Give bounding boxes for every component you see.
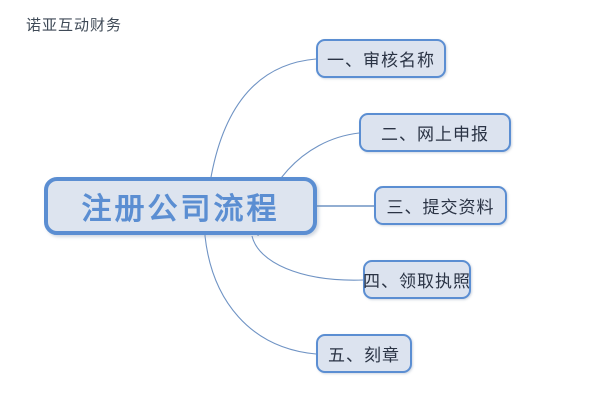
branch-node-4-label: 四、领取执照 — [363, 272, 471, 292]
branch-node-2[interactable]: 二、网上申报 — [359, 113, 511, 152]
root-node[interactable]: 注册公司流程 — [44, 177, 317, 235]
connector-root-to-branch-4 — [251, 235, 364, 281]
branch-node-3[interactable]: 三、提交资料 — [374, 186, 507, 225]
root-node-label: 注册公司流程 — [81, 192, 280, 227]
branch-node-3-label: 三、提交资料 — [386, 198, 495, 218]
branch-node-2-label: 二、网上申报 — [381, 125, 489, 145]
watermark-label: 诺亚互动财务 — [26, 16, 123, 34]
branch-node-1[interactable]: 一、审核名称 — [316, 39, 446, 78]
branch-node-5-label: 五、刻章 — [328, 346, 400, 366]
branch-node-5[interactable]: 五、刻章 — [316, 334, 412, 373]
branch-node-1-label: 一、审核名称 — [327, 51, 435, 71]
connector-root-to-branch-5 — [204, 235, 317, 355]
branch-node-4[interactable]: 四、领取执照 — [363, 260, 471, 299]
